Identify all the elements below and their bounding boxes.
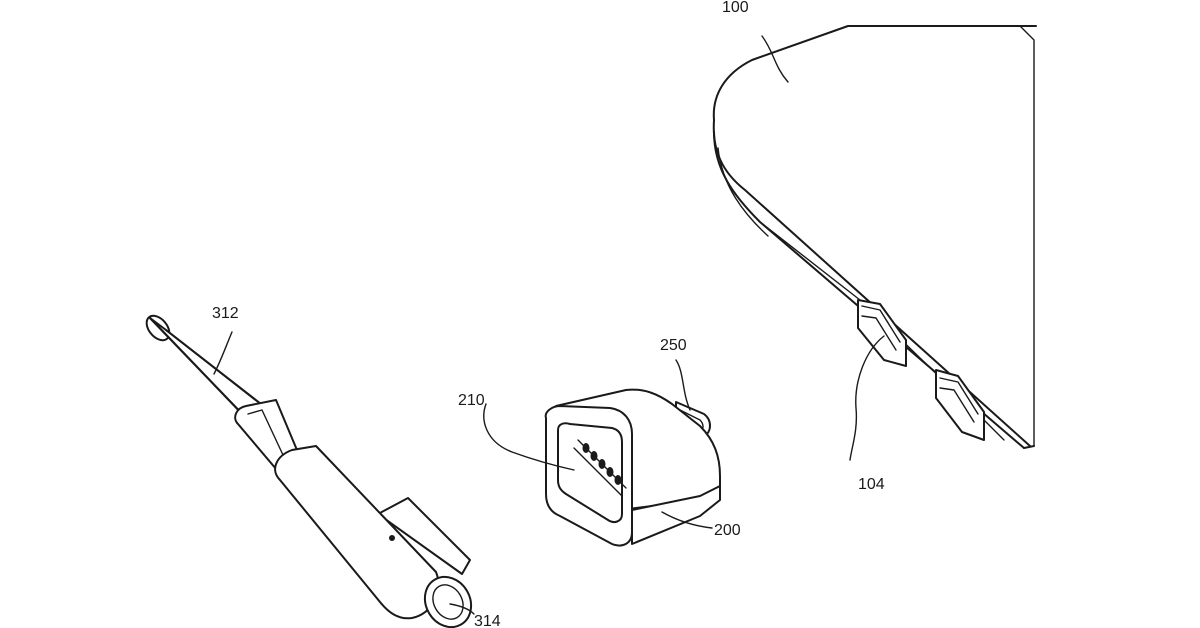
leader-line-312 bbox=[213, 331, 233, 375]
leader-line-250 bbox=[675, 359, 691, 411]
label-104: 104 bbox=[858, 476, 885, 493]
leader-line-104 bbox=[849, 335, 885, 461]
label-250: 250 bbox=[660, 337, 687, 354]
label-100: 100 bbox=[722, 0, 749, 16]
label-314: 314 bbox=[474, 613, 501, 628]
label-200: 200 bbox=[714, 522, 741, 539]
label-210: 210 bbox=[458, 392, 485, 409]
leader-line-314 bbox=[449, 603, 475, 615]
label-312: 312 bbox=[212, 305, 239, 322]
adapter-contacts bbox=[573, 439, 627, 497]
charging-cable bbox=[145, 314, 475, 628]
leader-line-200 bbox=[661, 511, 713, 529]
leader-line-100 bbox=[761, 35, 789, 83]
laptop-port-1 bbox=[857, 299, 907, 367]
magnetic-adapter bbox=[483, 359, 721, 547]
laptop-port-2 bbox=[935, 369, 985, 441]
led-indicator-dot bbox=[389, 535, 395, 541]
laptop-device bbox=[712, 25, 1037, 461]
leader-line-210 bbox=[483, 403, 575, 471]
